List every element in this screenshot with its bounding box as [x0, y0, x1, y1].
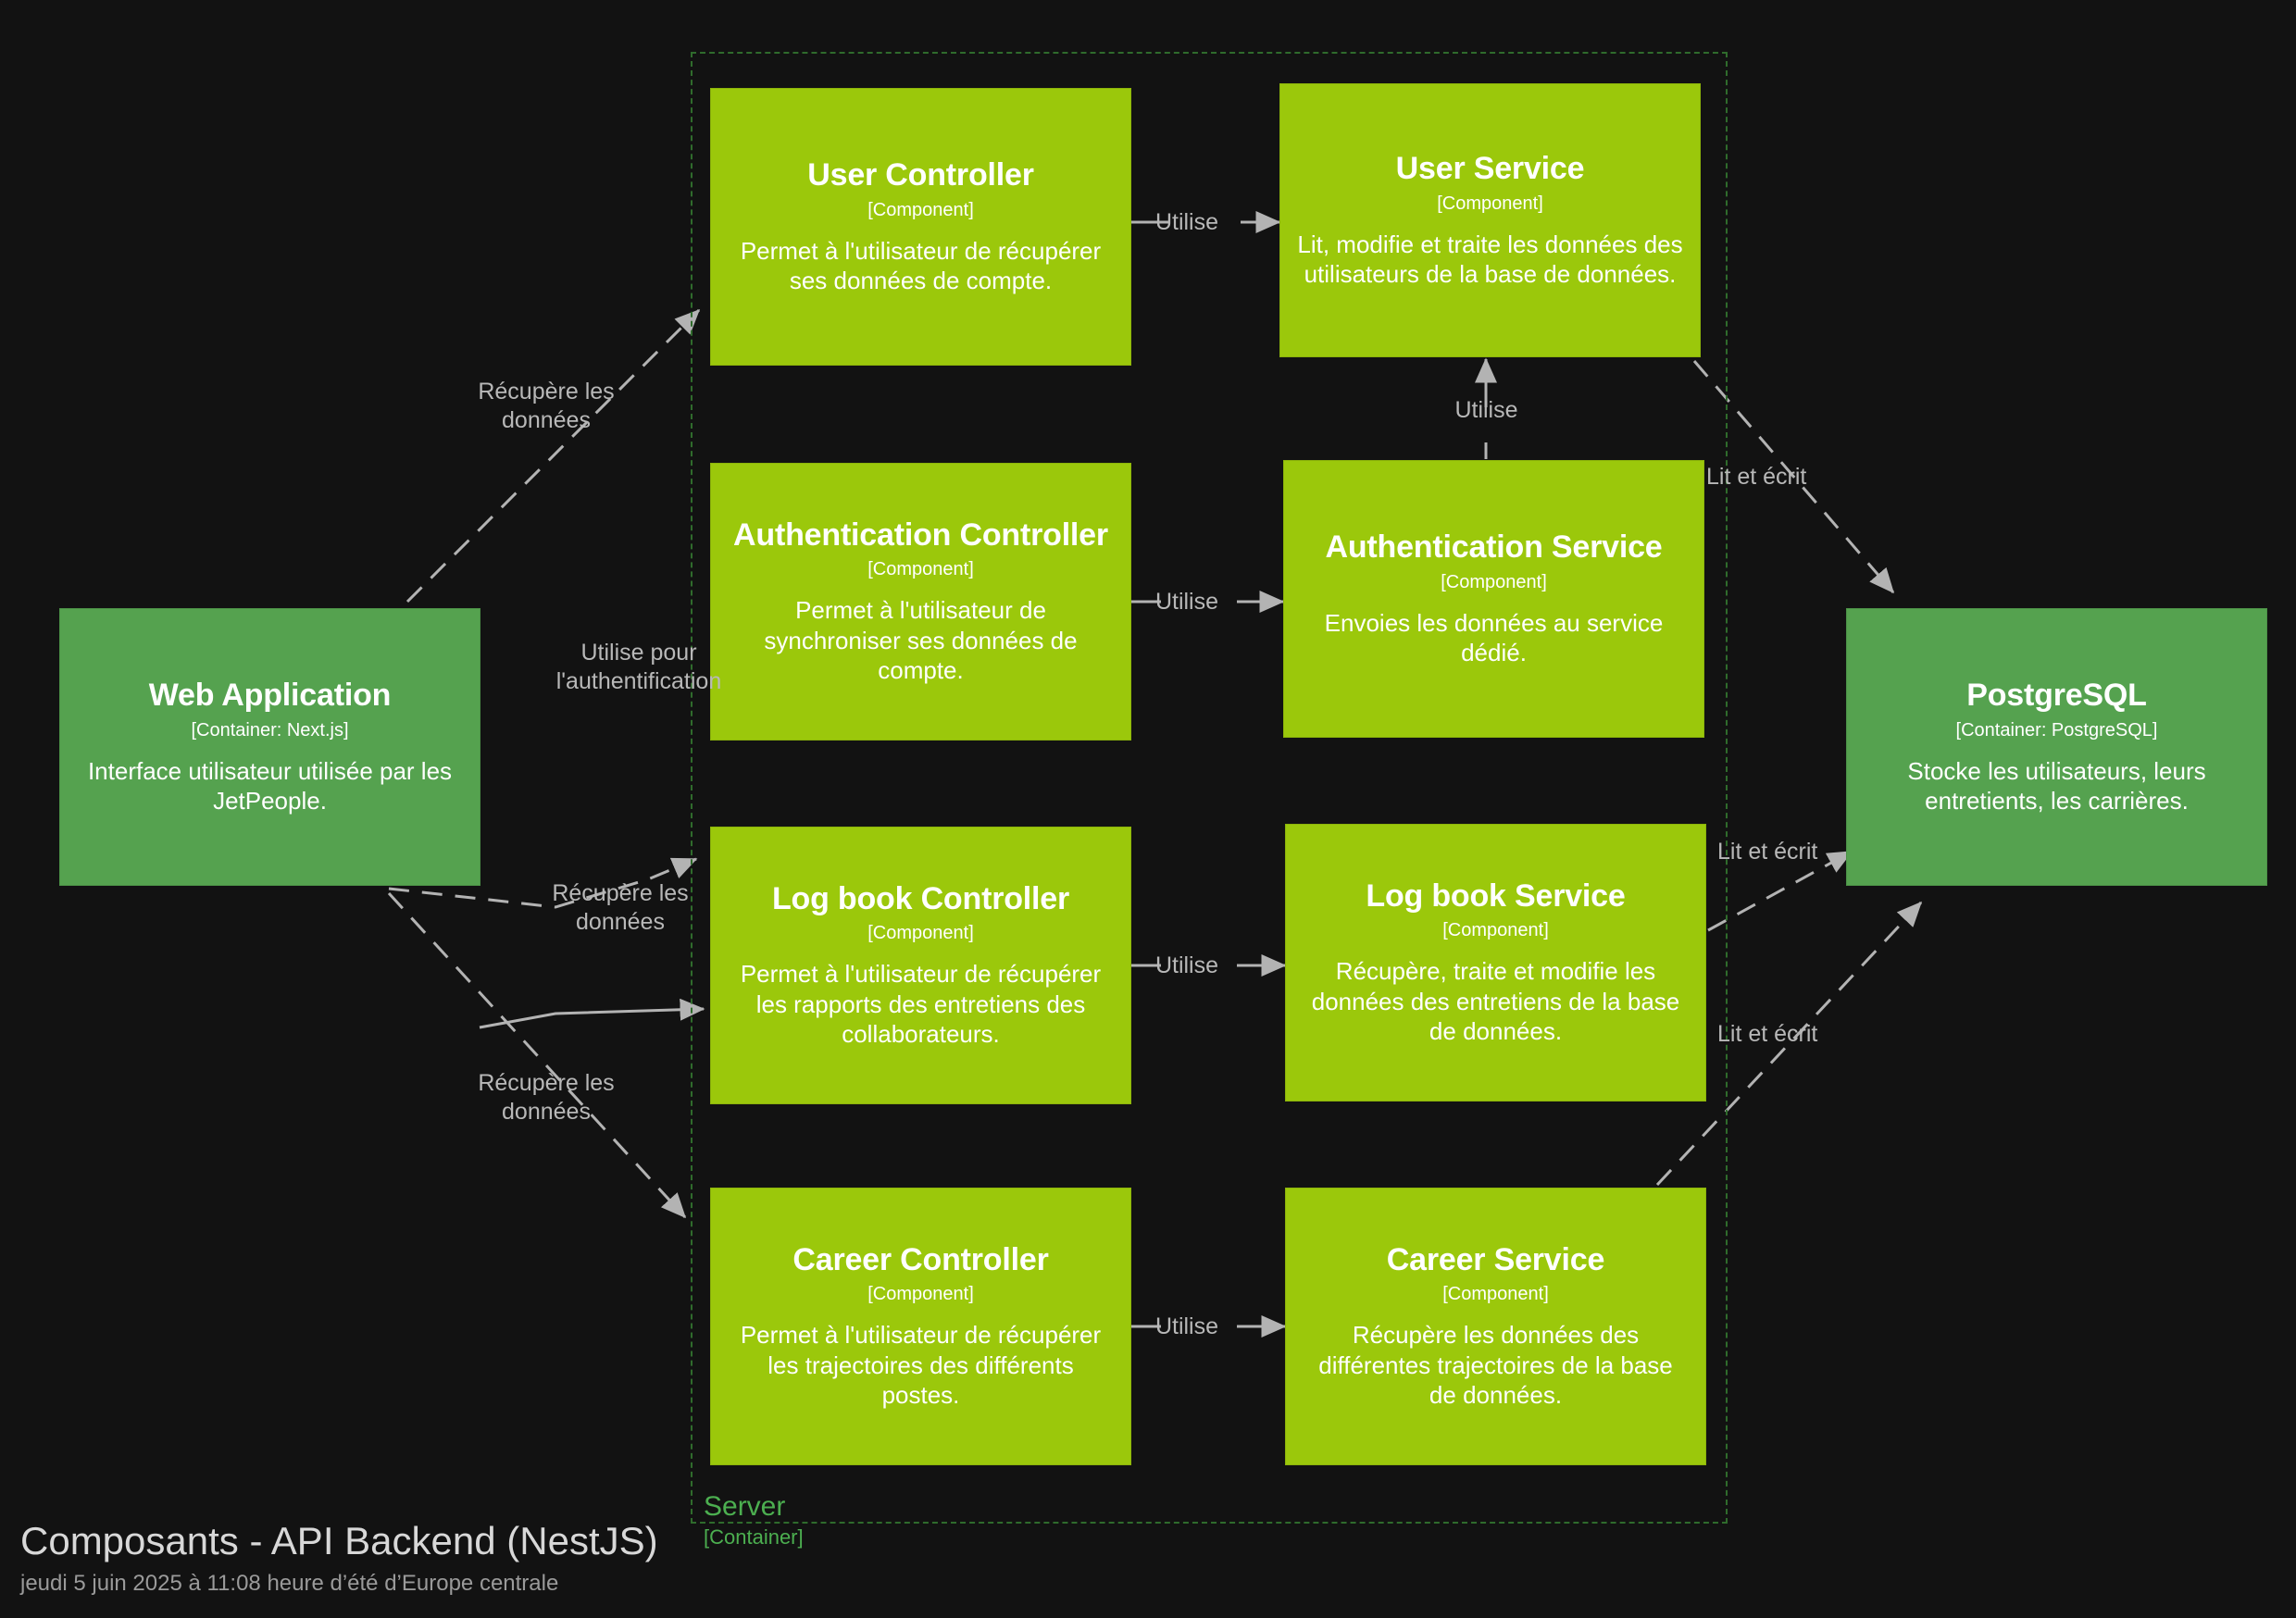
node-tech: [Component] [1437, 193, 1543, 214]
node-tech: [Component] [867, 559, 974, 580]
diagram-title: Composants - API Backend (NestJS) [20, 1518, 658, 1562]
node-title: Authentication Controller [733, 517, 1108, 554]
node-authentication-controller[interactable]: Authentication Controller [Component] Pe… [710, 463, 1131, 741]
node-title: User Service [1395, 151, 1585, 187]
node-postgresql[interactable]: PostgreSQL [Container: PostgreSQL] Stock… [1846, 608, 2267, 886]
node-desc: Permet à l'utilisateur de récupérer les … [740, 1321, 1102, 1410]
node-tech: [Component] [1441, 571, 1547, 592]
node-desc: Permet à l'utilisateur de récupérer ses … [740, 236, 1102, 295]
node-user-controller[interactable]: User Controller [Component] Permet à l'u… [710, 88, 1131, 366]
node-tech: [Container: PostgreSQL] [1955, 719, 2158, 741]
node-desc: Récupère, traite et modifie les données … [1311, 957, 1680, 1046]
boundary-name: Server [704, 1491, 786, 1522]
edge-web-to-user-controller [406, 308, 701, 604]
edge-logbook-service-to-postgresql [1707, 850, 1853, 932]
node-title: Authentication Service [1325, 529, 1663, 566]
node-desc: Permet à l'utilisateur de récupérer les … [740, 960, 1102, 1049]
edge-web-to-career-controller [387, 891, 687, 1219]
node-desc: Récupère les données des différentes tra… [1318, 1321, 1673, 1410]
node-desc: Interface utilisateur utilisée par les J… [87, 756, 453, 815]
node-title: Log book Service [1366, 878, 1626, 915]
node-tech: [Component] [1442, 1284, 1549, 1305]
diagram-timestamp: jeudi 5 juin 2025 à 11:08 heure d’été d’… [20, 1571, 559, 1597]
node-career-service[interactable]: Career Service [Component] Récupère les … [1285, 1188, 1706, 1465]
boundary-tech: [Container] [704, 1525, 804, 1549]
edge-web-to-auth-controller-path [479, 998, 705, 1029]
diagram-footer: Composants - API Backend (NestJS) jeudi … [20, 1519, 658, 1598]
node-title: PostgreSQL [1966, 678, 2147, 714]
node-tech: [Component] [1442, 920, 1549, 941]
node-title: Career Service [1386, 1242, 1605, 1278]
node-web-application[interactable]: Web Application [Container: Next.js] Int… [59, 608, 480, 886]
node-tech: [Container: Next.js] [191, 719, 349, 741]
node-desc: Stocke les utilisateurs, leurs entretien… [1907, 756, 2206, 815]
node-title: Web Application [148, 678, 392, 714]
node-desc: Permet à l'utilisateur de synchroniser s… [764, 596, 1078, 685]
node-desc: Envoies les données au service dédié. [1324, 608, 1664, 667]
node-title: Career Controller [792, 1242, 1049, 1278]
node-title: Log book Controller [771, 881, 1070, 917]
server-boundary-label: Server [Container] [704, 1490, 804, 1550]
node-career-controller[interactable]: Career Controller [Component] Permet à l… [710, 1188, 1131, 1465]
edge-web-to-logbook-controller-path [388, 857, 698, 909]
node-log-book-controller[interactable]: Log book Controller [Component] Permet à… [710, 827, 1131, 1104]
node-title: User Controller [807, 157, 1034, 193]
node-desc: Lit, modifie et traite les données des u… [1297, 230, 1683, 289]
node-tech: [Component] [867, 199, 974, 220]
node-log-book-service[interactable]: Log book Service [Component] Récupère, t… [1285, 824, 1706, 1101]
node-tech: [Component] [867, 923, 974, 944]
node-tech: [Component] [867, 1284, 974, 1305]
node-user-service[interactable]: User Service [Component] Lit, modifie et… [1279, 83, 1701, 357]
node-authentication-service[interactable]: Authentication Service [Component] Envoi… [1283, 460, 1704, 738]
server-boundary [691, 52, 1728, 1524]
